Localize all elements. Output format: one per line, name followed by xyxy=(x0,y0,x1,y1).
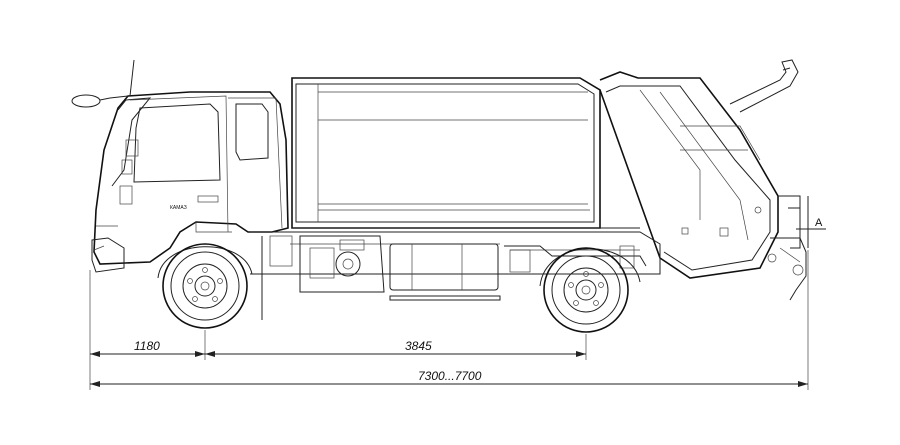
front-wheel-arch xyxy=(157,246,253,279)
front-wheel xyxy=(162,243,248,329)
dimension-lines xyxy=(89,250,809,390)
cab-badge: КАМАЗ xyxy=(170,205,187,211)
dim-wheelbase: 3845 xyxy=(405,339,432,353)
dim-overall-length: 7300...7700 xyxy=(418,369,482,383)
compactor-body xyxy=(291,77,640,229)
dim-front-overhang: 1180 xyxy=(134,339,160,353)
chassis xyxy=(250,231,661,320)
rear-wheel xyxy=(543,247,629,333)
rear-loader xyxy=(599,59,809,301)
cab: КАМАЗ xyxy=(71,59,289,273)
section-marker: A xyxy=(796,217,826,230)
section-marker-label: A xyxy=(815,217,823,229)
